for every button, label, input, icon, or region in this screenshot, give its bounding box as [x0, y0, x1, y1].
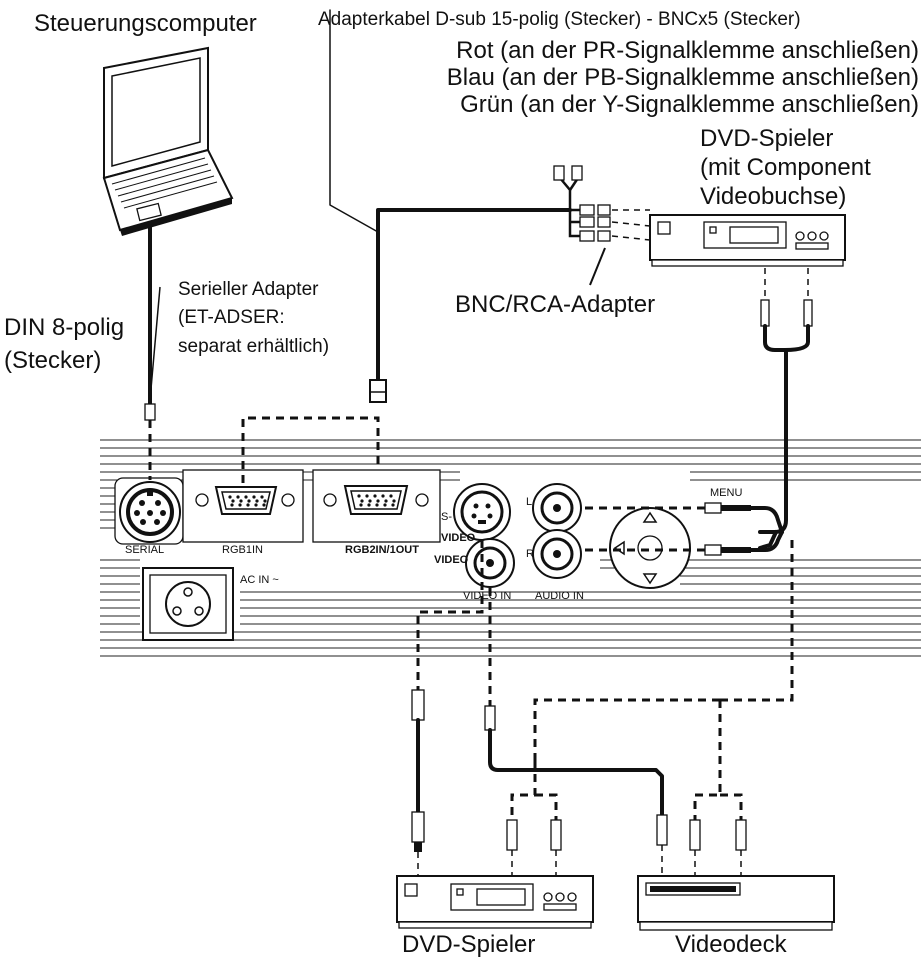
din-label-2: (Stecker): [4, 347, 101, 374]
svideo-label-video: VIDEO: [441, 532, 476, 544]
videodeck-icon: [637, 875, 835, 931]
rca-plugs-top: [760, 299, 813, 352]
din-label-1: DIN 8-polig: [4, 314, 124, 341]
serial-adapter-label-2: (ET-ADSER:: [178, 307, 285, 328]
dvd-bottom-label: DVD-Spieler: [402, 931, 535, 958]
video-cable: [488, 728, 664, 817]
rgb2-port-label: RGB2IN/1OUT: [345, 544, 419, 556]
control-computer-label: Steuerungscomputer: [34, 10, 257, 37]
videodeck-plug-dashed: [694, 850, 742, 876]
videodeck-video-dashed-top: [533, 698, 720, 760]
audio-plugs-right: [704, 502, 784, 556]
video-in-label: VIDEO IN: [463, 590, 511, 602]
dvd-player-top-icon: [649, 214, 846, 267]
ac-in-label: AC IN ~: [240, 574, 279, 586]
dvd-top-label-3: Videobuchse): [700, 183, 846, 210]
din-plug: [144, 403, 156, 421]
dvd-player-bottom-icon: [396, 875, 594, 929]
videodeck-audio-dashed: [720, 540, 794, 702]
dvd-bottom-plug-dashed: [511, 850, 557, 876]
audio-l-label: L: [526, 496, 532, 508]
projector-panel: SERIAL RGB1IN: [100, 438, 921, 657]
serial-adapter-leader: [149, 286, 161, 401]
adapter-red-label: Rot (an der PR-Signalklemme anschließen): [456, 37, 919, 64]
audio-l-port: [532, 483, 582, 533]
rgb1-port-label: RGB1IN: [222, 544, 263, 556]
control-dial: [609, 507, 691, 589]
serial-adapter-label-1: Serieller Adapter: [178, 279, 319, 300]
video-plug-top: [484, 705, 496, 731]
svideo-port: [453, 483, 511, 541]
adapter-cable-leader: [329, 9, 379, 381]
svideo-dashed: [416, 540, 484, 690]
dvd-top-audio-dashed: [764, 268, 809, 300]
adapter-green-label: Grün (an der Y-Signalklemme anschließen): [460, 91, 919, 118]
svideo-label-s: S-: [441, 511, 452, 523]
videodeck-label: Videodeck: [675, 931, 788, 958]
adapter-blue-label: Blau (an der PB-Signalklemme anschließen…: [447, 64, 919, 91]
audio-dashed-link: [580, 506, 705, 552]
dvd-bottom-plug-l: [506, 819, 518, 851]
adapter-cable: [376, 208, 572, 382]
serial-adapter-label-3: separat erhältlich): [178, 336, 329, 357]
video-plug-bottom: [656, 814, 668, 846]
audio-r-port: [532, 529, 582, 579]
dvd-bottom-plug-r: [550, 819, 562, 851]
dsub-plug: [369, 379, 387, 403]
videodeck-plug-l: [689, 819, 701, 851]
menu-label: MENU: [710, 487, 742, 499]
serial-port: [114, 477, 184, 545]
video-port: [465, 538, 515, 588]
dvd-bottom-audio-dashed: [510, 760, 558, 820]
bnc-bundle: [553, 165, 651, 242]
rgb2-port: [312, 469, 441, 543]
audio-in-label: AUDIO IN: [535, 590, 584, 602]
panel-stripes: [100, 439, 921, 657]
svideo-plug-top: [411, 689, 425, 721]
dvd-top-label-1: DVD-Spieler: [700, 125, 833, 152]
videodeck-audio-split: [693, 700, 743, 820]
audio-r-label: R: [526, 548, 534, 560]
serial-port-label: SERIAL: [125, 544, 164, 556]
audio-cable-right: [758, 348, 788, 550]
laptop-icon: [102, 46, 234, 236]
dvd-top-label-2: (mit Component: [700, 154, 871, 181]
bnc-rca-leader: [589, 247, 606, 286]
svideo-plug-bottom: [411, 811, 425, 843]
ac-inlet: [142, 567, 234, 641]
bnc-rca-label: BNC/RCA-Adapter: [455, 291, 655, 318]
adapter-cable-label: Adapterkabel D-sub 15-polig (Stecker) - …: [318, 9, 801, 30]
rgb-dashed-link: [241, 416, 380, 483]
videodeck-plug-r: [735, 819, 747, 851]
video-label: VIDEO: [434, 554, 469, 566]
